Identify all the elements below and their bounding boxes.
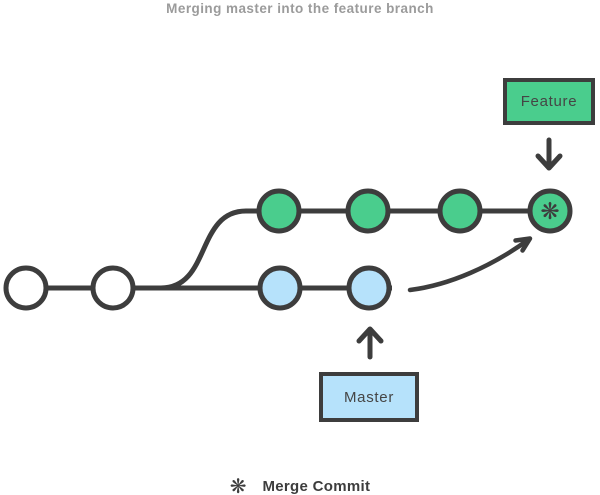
commit-node-initial-1	[3, 265, 49, 311]
legend-label: Merge Commit	[262, 477, 371, 495]
master-arrow-head	[356, 326, 384, 344]
legend-merge-commit-icon: ❋	[229, 474, 247, 495]
master-branch-label: Master	[319, 372, 419, 422]
commit-node-initial-2	[90, 265, 136, 311]
feature-pointer-arrow	[535, 137, 563, 171]
merge-commit-icon: ❋	[540, 199, 559, 225]
legend: ❋ Merge Commit	[0, 475, 600, 495]
feature-label-text: Feature	[520, 93, 578, 110]
commit-node-feature-1	[256, 188, 302, 234]
merge-arrow-curve	[407, 237, 531, 293]
master-label-text: Master	[343, 388, 395, 406]
feature-branch-label: Feature	[503, 78, 595, 125]
commit-node-feature-3	[437, 188, 483, 234]
merge-commit-node	[527, 188, 573, 234]
feature-arrow-head	[535, 153, 563, 171]
commit-node-master-2	[346, 265, 392, 311]
merge-arrow-head	[513, 236, 533, 253]
feature-branch-line	[160, 208, 550, 291]
diagram-title: Merging master into the feature branch	[166, 1, 434, 16]
commit-node-master-1	[257, 265, 303, 311]
master-pointer-arrow	[356, 326, 384, 360]
merge-arrow	[407, 236, 533, 293]
commit-node-feature-2	[345, 188, 391, 234]
